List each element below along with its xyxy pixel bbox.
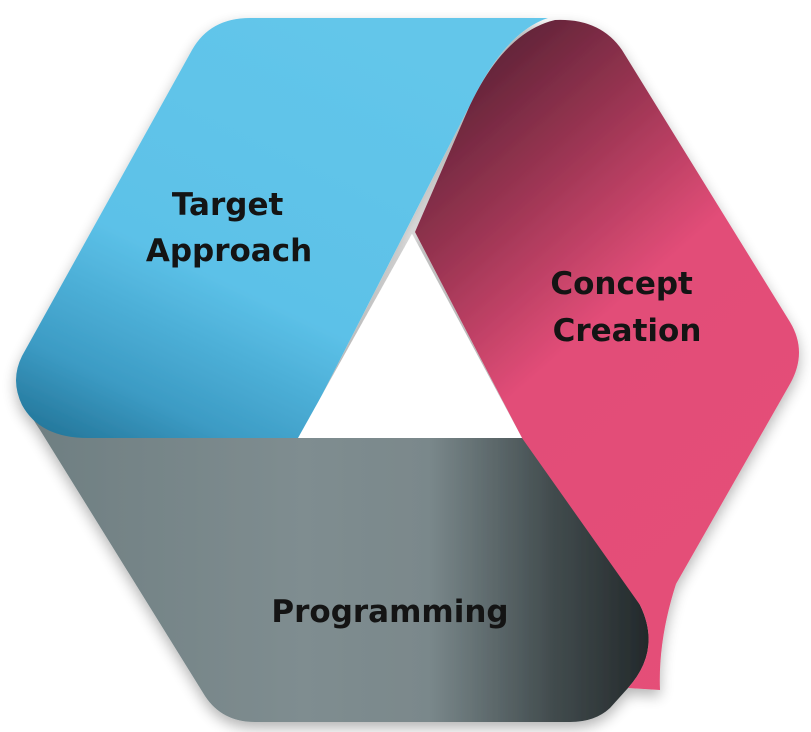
label-target-approach-line-2: Approach — [146, 233, 312, 269]
label-programming: Programming — [271, 594, 508, 630]
label-target-approach: Target Approach — [146, 187, 312, 269]
segment-concept-creation-band — [415, 19, 799, 691]
label-programming-line-1: Programming — [271, 594, 508, 630]
label-concept-creation-line-2: Creation — [553, 313, 702, 349]
label-target-approach-line-1: Target — [172, 187, 284, 223]
segment-target-approach-band — [16, 18, 548, 438]
label-concept-creation: Concept Creation — [550, 266, 703, 349]
segment-programming-band — [20, 390, 649, 722]
center-triangle — [298, 234, 522, 438]
label-concept-creation-line-1: Concept — [550, 266, 693, 302]
